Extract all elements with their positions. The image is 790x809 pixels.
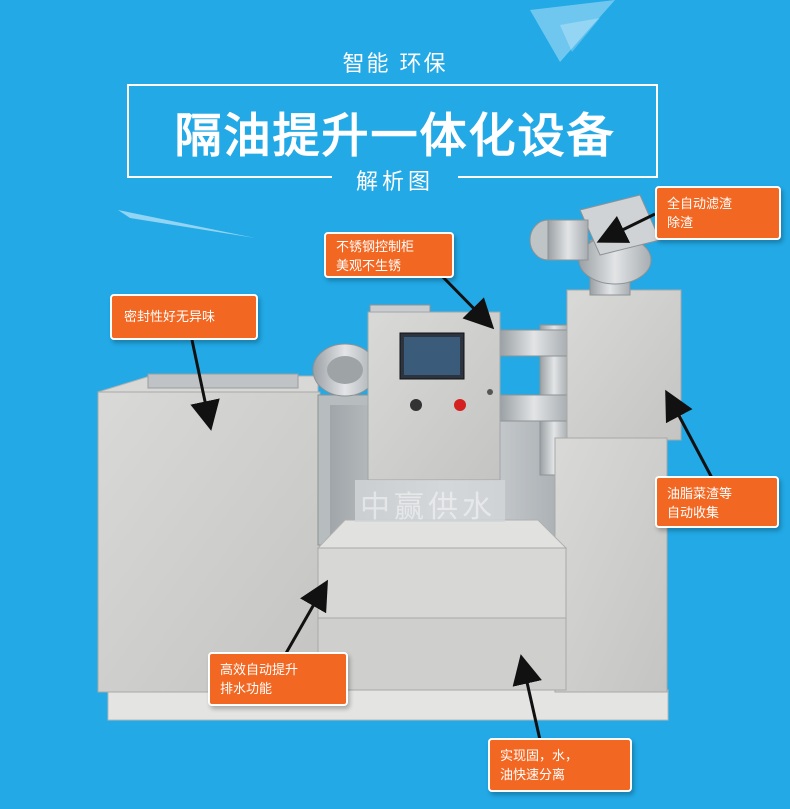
callout-grease-collection-line1: 油脂菜渣等	[667, 487, 733, 502]
left-tank	[97, 391, 321, 693]
callout-control-cabinet: 不锈钢控制柜 美观不生锈	[324, 232, 454, 278]
callout-sealing-line1: 密封性好无异味	[124, 310, 216, 325]
callout-auto-filter: 全自动滤渣 除渣	[655, 186, 781, 240]
right-tank-upper	[566, 289, 682, 441]
callout-separation-line1: 实现固，水，	[500, 749, 579, 764]
watermark: 中赢供水	[360, 490, 496, 525]
callout-auto-filter-line1: 全自动滤渣	[667, 197, 733, 212]
callout-lift-drainage-line1: 高效自动提升	[220, 663, 299, 678]
callout-separation: 实现固，水， 油快速分离	[488, 738, 632, 792]
callout-lift-drainage: 高效自动提升 排水功能	[208, 652, 348, 706]
cabinet-switch	[410, 399, 422, 411]
callout-sealing: 密封性好无异味	[110, 294, 258, 340]
callout-lift-drainage-line2: 排水功能	[220, 682, 273, 697]
callout-separation-line2: 油快速分离	[500, 768, 566, 783]
callout-control-cabinet-line2: 美观不生锈	[336, 259, 402, 274]
lift-station	[317, 547, 567, 619]
callout-auto-filter-line2: 除渣	[667, 216, 694, 231]
lift-station-base	[317, 617, 567, 691]
callout-control-cabinet-line1: 不锈钢控制柜	[336, 240, 415, 255]
callout-grease-collection: 油脂菜渣等 自动收集	[655, 476, 779, 528]
header-subtitle: 智能 环保	[342, 52, 448, 77]
horizontal-pipe	[499, 329, 569, 357]
page-title: 隔油提升一体化设备	[174, 109, 616, 164]
right-tank-lower	[554, 437, 668, 693]
caption-background	[332, 160, 458, 196]
base-platform	[107, 689, 669, 721]
callout-grease-collection-line2: 自动收集	[667, 506, 720, 521]
cabinet-stop-button	[454, 399, 466, 411]
header-caption: 解析图	[355, 170, 434, 195]
